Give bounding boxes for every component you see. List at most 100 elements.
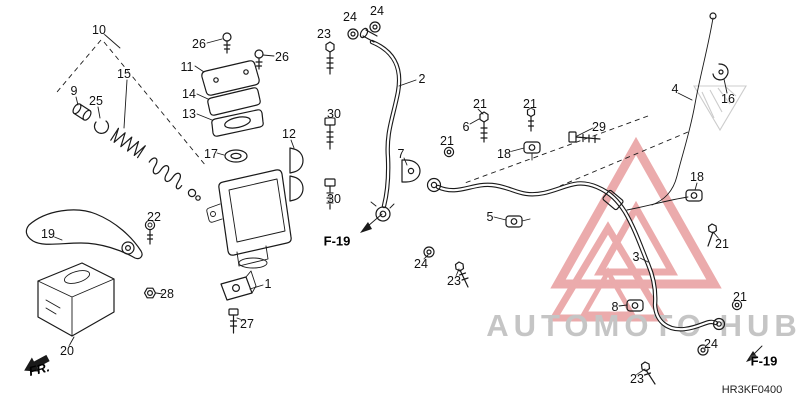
callout-24: 24 [414,257,428,271]
callout-23: 23 [317,27,331,41]
watermark-text: AUTOMOTO HUB [486,308,800,343]
callout-26: 26 [275,50,289,64]
clamp-18-left [523,141,541,161]
nut-28 [143,287,157,299]
bolt-29 [568,131,601,144]
diagram-code: HR3KF0400 [722,384,783,396]
brake-lever-19 [25,209,143,260]
callout-24: 24 [370,4,384,18]
callout-12: 12 [282,127,296,141]
hose-3-banjo-left [426,177,442,193]
screw-26-a [222,32,232,54]
callout-30: 30 [327,107,341,121]
callout-24: 24 [343,10,357,24]
callout-17: 17 [204,147,218,161]
bolt-30-a [324,117,336,150]
bolt-23-top [325,41,335,75]
callout-1: 1 [264,277,272,291]
callout-15: 15 [117,67,131,81]
circlip-25 [93,120,110,134]
boot-15 [110,127,146,159]
callout-21: 21 [440,134,454,148]
ref-F-19: F-19 [750,353,778,369]
brake-pipe-4 [651,12,729,206]
leader-lines [51,33,728,376]
red-triangle-logo [547,136,722,322]
brake-hose-2 [325,21,455,222]
callout-27: 27 [240,317,254,331]
spring [148,157,183,190]
construction-lines [56,39,689,187]
master-cylinder-parts [201,32,336,334]
hose-2-top-fitting [359,27,378,43]
callout-21: 21 [733,290,747,304]
hose-3-end-fitting [712,317,726,331]
washer-24-bottom [697,344,709,356]
brake-hose-3 [423,107,743,385]
fr-direction-label: FR. [27,359,51,379]
callout-13: 13 [182,107,196,121]
piston [187,188,197,198]
ref-arrows [360,213,763,362]
callout-30: 30 [327,192,341,206]
callout-26: 26 [192,37,206,51]
washer-24-a [347,28,359,40]
hose-junction [602,189,624,211]
callout-24: 24 [704,337,718,351]
washer-21-right-bottom [731,299,743,311]
callout-29: 29 [592,120,606,134]
bolt-23-bottom [640,361,656,385]
callout-22: 22 [147,210,161,224]
callout-14: 14 [182,87,196,101]
bolt-21-upper [526,107,536,132]
callout-25: 25 [89,94,103,108]
bracket-1 [220,270,257,301]
callout-19: 19 [41,227,55,241]
bolt-27 [228,308,239,334]
clamp-12 [289,147,304,202]
clamp-18-right [685,189,703,202]
bolt-6 [479,111,489,143]
callout-23: 23 [630,372,644,386]
callout-20: 20 [60,344,74,358]
lever-cover-20 [37,262,115,337]
callout-21: 21 [715,237,729,251]
callout-5: 5 [486,210,494,224]
bolt-22 [144,219,156,245]
callout-7: 7 [397,147,405,161]
lever-parts [25,103,201,337]
callout-18: 18 [497,147,511,161]
clamp-5 [505,215,531,228]
screw-26-b [254,49,264,70]
callout-18: 18 [690,170,704,184]
washer-24-mid [423,246,435,258]
reservoir-cap-11 [201,60,260,96]
callout-3: 3 [632,250,640,264]
clamp-8 [626,299,644,312]
callout-10: 10 [92,23,106,37]
set-plate-14 [207,87,261,116]
diaphragm-13 [211,109,264,137]
bushing-9 [72,103,92,121]
washer-24-b [369,21,381,33]
callout-2: 2 [418,72,426,86]
fr-direction-arrow [24,354,50,372]
clamp-7 [401,159,421,183]
callout-6: 6 [462,120,470,134]
bolt-23-mid [454,261,469,288]
ref-F-19: F-19 [323,233,351,249]
callout-21: 21 [473,97,487,111]
callout-28: 28 [160,287,174,301]
hose-2-banjo [370,201,395,222]
callout-4: 4 [671,82,679,96]
callout-11: 11 [180,60,194,74]
clip-16 [712,63,729,81]
bolt-21-right-top [707,223,718,247]
washer-21-mid [443,146,455,158]
callout-9: 9 [70,84,78,98]
callout-21: 21 [523,97,537,111]
bolt-30-b [324,178,336,210]
callout-16: 16 [721,92,735,106]
